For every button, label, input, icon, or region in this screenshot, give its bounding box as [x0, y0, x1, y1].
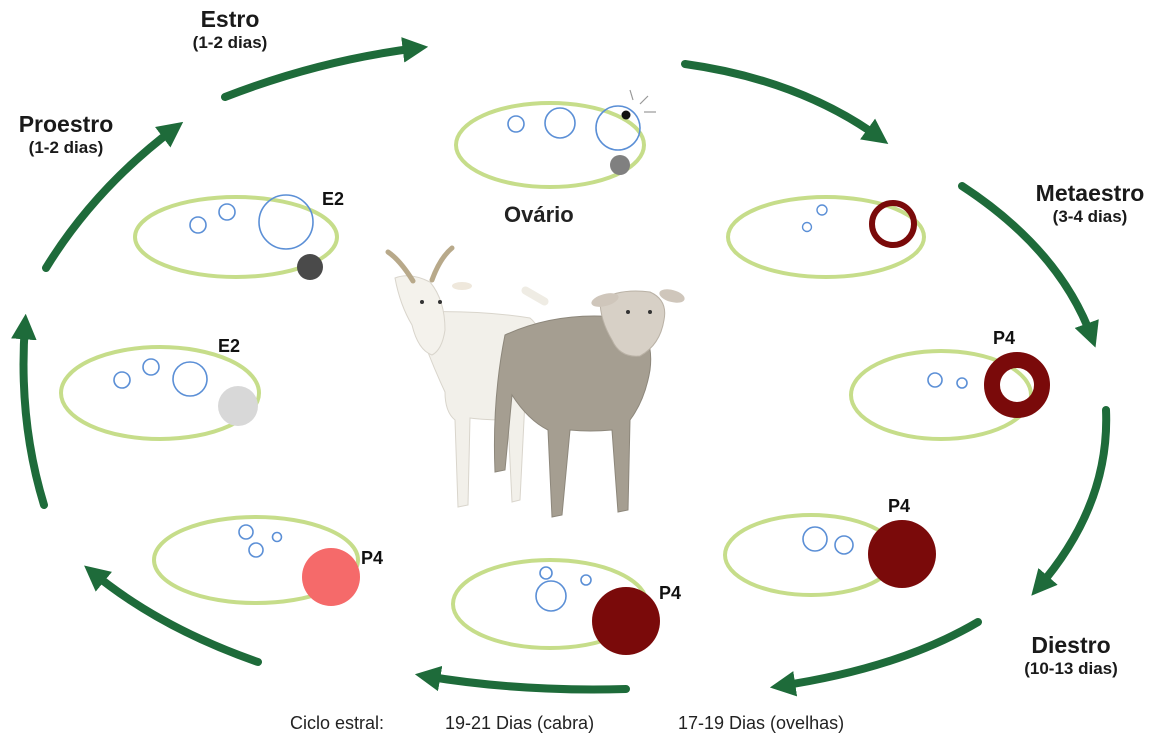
- ovulation-rays: [630, 90, 656, 112]
- phase-diestro: Diestro (10-13 dias): [996, 632, 1146, 680]
- follicle-small: [508, 116, 524, 132]
- phase-estro: Estro (1-2 dias): [170, 6, 290, 54]
- follicle-medium: [545, 108, 575, 138]
- ovary-metaestro: [728, 197, 924, 277]
- ovary-right-middle: [851, 351, 1042, 439]
- arrow-diestro-bottom: [425, 676, 626, 689]
- ovary-left-middle: [61, 347, 259, 439]
- hormone-e2-upper: E2: [322, 189, 344, 210]
- arrow-estro: [225, 48, 418, 97]
- corpus-luteum-regressing: [302, 548, 360, 606]
- arrow-metaestro-to-diestro: [1038, 410, 1106, 588]
- caption-label: Ciclo estral:: [290, 713, 384, 734]
- caption-goat: 19-21 Dias (cabra): [445, 713, 594, 734]
- arrow-estro-to-metaestro: [685, 64, 880, 138]
- hormone-p4-right: P4: [993, 328, 1015, 349]
- corpus-luteum-mature-2: [592, 587, 660, 655]
- corpus-luteum-mature: [868, 520, 936, 588]
- arrow-diestro: [780, 622, 978, 686]
- ovary-estro: [456, 90, 656, 187]
- oocyte: [622, 111, 631, 120]
- corpus-luteum-ring: [992, 360, 1042, 410]
- phase-diestro-name: Diestro: [996, 632, 1146, 658]
- hormone-e2-middle: E2: [218, 336, 240, 357]
- ovary-right-lower: [725, 515, 936, 595]
- hormone-p4-right-lower: P4: [888, 496, 910, 517]
- caption-sheep: 17-19 Dias (ovelhas): [678, 713, 844, 734]
- phase-estro-name: Estro: [170, 6, 290, 32]
- ovary-bottom-left: [154, 517, 360, 606]
- phase-diestro-duration: (10-13 dias): [996, 658, 1146, 680]
- phase-estro-duration: (1-2 dias): [170, 32, 290, 54]
- hormone-p4-bottom: P4: [659, 583, 681, 604]
- phase-proestro: Proestro (1-2 dias): [6, 111, 126, 159]
- ovary-label: Ovário: [504, 202, 574, 228]
- phase-proestro-duration: (1-2 dias): [6, 137, 126, 159]
- ovary-bottom-center: [453, 560, 660, 655]
- phase-metaestro-duration: (3-4 dias): [1020, 206, 1160, 228]
- corpus-hemorrhagicum: [610, 155, 630, 175]
- corpus-albicans-light: [218, 386, 258, 426]
- phase-metaestro: Metaestro (3-4 dias): [1020, 180, 1160, 228]
- hormone-p4-bottom-left: P4: [361, 548, 383, 569]
- corpus-albicans: [297, 254, 323, 280]
- ovary-proestro: [135, 195, 337, 280]
- phase-proestro-name: Proestro: [6, 111, 126, 137]
- arrow-left-side: [24, 324, 44, 505]
- phase-metaestro-name: Metaestro: [1020, 180, 1160, 206]
